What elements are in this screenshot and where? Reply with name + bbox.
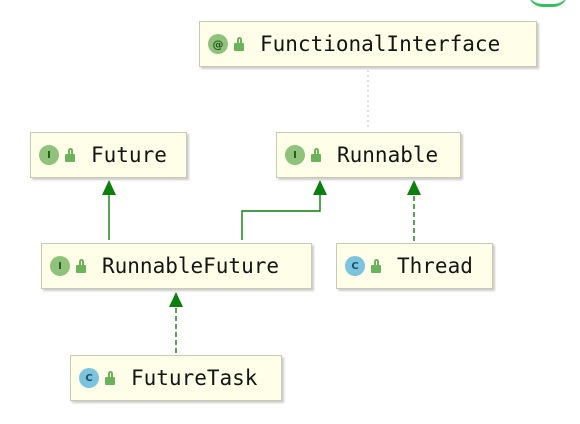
public-lock-icon <box>105 371 117 385</box>
node-functionalinterface[interactable]: @ FunctionalInterface <box>199 21 537 67</box>
class-icon: C <box>345 256 365 276</box>
interface-icon: I <box>50 256 70 276</box>
node-thread[interactable]: C Thread <box>336 243 493 289</box>
node-runnable[interactable]: I Runnable <box>276 132 461 178</box>
corner-decoration <box>528 0 568 7</box>
public-lock-icon <box>311 148 323 162</box>
node-future[interactable]: I Future <box>30 132 187 178</box>
public-lock-icon <box>234 37 246 51</box>
node-label: Future <box>91 143 167 167</box>
interface-icon: I <box>285 145 305 165</box>
node-futuretask[interactable]: C FutureTask <box>70 355 282 401</box>
node-runnablefuture[interactable]: I RunnableFuture <box>41 243 312 289</box>
node-label: Thread <box>397 254 473 278</box>
node-label: Runnable <box>337 143 439 167</box>
arrowhead-future <box>102 180 116 195</box>
node-label: FunctionalInterface <box>260 32 501 56</box>
edge-runnablefuture-runnable <box>241 195 321 240</box>
public-lock-icon <box>65 148 77 162</box>
public-lock-icon <box>76 259 88 273</box>
public-lock-icon <box>371 259 383 273</box>
arrowhead-runnable-from-runnablefuture <box>313 180 327 195</box>
arrowhead-runnablefuture <box>169 292 183 307</box>
annotation-icon: @ <box>208 34 228 54</box>
class-icon: C <box>79 368 99 388</box>
node-label: FutureTask <box>131 366 258 390</box>
interface-icon: I <box>39 145 59 165</box>
node-label: RunnableFuture <box>102 254 280 278</box>
arrowhead-runnable-from-thread <box>407 180 421 195</box>
